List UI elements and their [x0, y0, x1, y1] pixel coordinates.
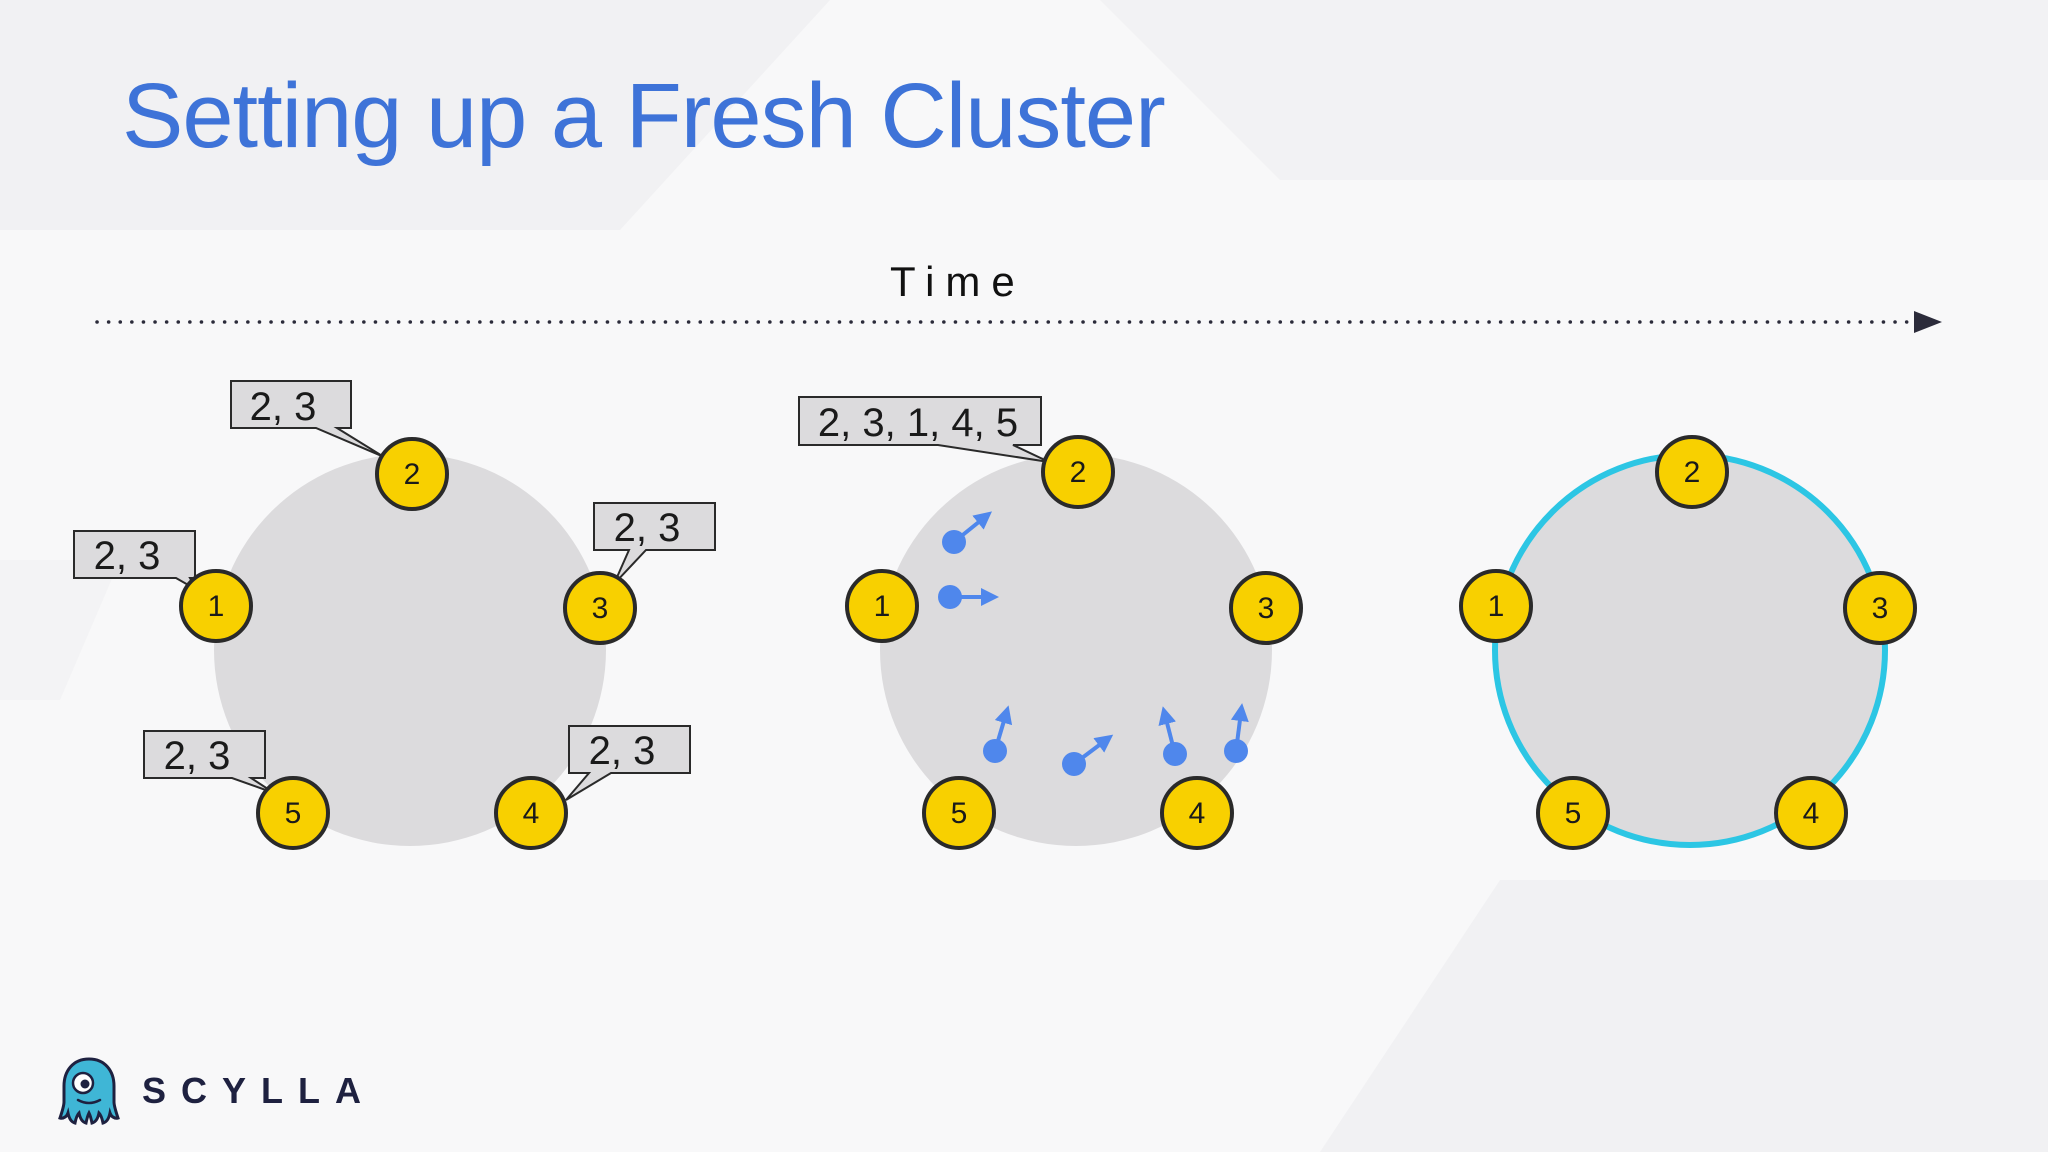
callout-text: 2, 3 — [164, 734, 231, 778]
node-label: 5 — [951, 797, 968, 830]
callout-node-4: 2, 3 — [565, 725, 691, 801]
scylla-logo[interactable]: SCYLLA — [58, 1056, 376, 1126]
node-label: 2 — [1070, 456, 1087, 489]
gossip-dot-arrow — [942, 511, 993, 554]
gossip-dot-arrow — [1224, 703, 1249, 763]
node-5[interactable]: 5 — [922, 776, 996, 850]
node-4[interactable]: 4 — [1160, 776, 1234, 850]
node-label: 3 — [592, 592, 609, 625]
callout-text: 2, 3 — [589, 729, 656, 773]
node-label: 5 — [1565, 797, 1582, 830]
callout-node-1: 2, 3 — [73, 530, 200, 593]
node-label: 1 — [1488, 590, 1505, 623]
stage-2: 2, 3, 1, 4, 5 — [798, 396, 1303, 850]
time-arrowhead — [1914, 311, 1942, 333]
node-label: 4 — [523, 797, 540, 830]
node-3[interactable]: 3 — [1229, 571, 1303, 645]
node-5[interactable]: 5 — [1536, 776, 1610, 850]
node-label: 2 — [404, 458, 421, 491]
node-label: 1 — [874, 590, 891, 623]
time-label: Time — [890, 258, 1026, 305]
node-1[interactable]: 1 — [1459, 569, 1533, 643]
logo-wordmark: SCYLLA — [142, 1070, 376, 1111]
node-3[interactable]: 3 — [563, 571, 637, 645]
stage-3: 2 1 3 5 4 — [1459, 435, 1917, 850]
gossip-messages — [938, 511, 1249, 776]
node-4[interactable]: 4 — [494, 776, 568, 850]
node-3[interactable]: 3 — [1843, 571, 1917, 645]
scylla-monster-icon — [58, 1057, 120, 1125]
time-axis: Time — [95, 258, 1942, 333]
node-label: 2 — [1684, 456, 1701, 489]
node-2[interactable]: 2 — [1041, 435, 1115, 509]
cluster-ring — [214, 454, 606, 846]
node-label: 4 — [1803, 797, 1820, 830]
gossip-dot-arrow — [938, 585, 999, 609]
node-label: 3 — [1258, 592, 1275, 625]
node-label: 5 — [285, 797, 302, 830]
callout-node-2: 2, 3, 1, 4, 5 — [798, 396, 1050, 463]
node-label: 3 — [1872, 592, 1889, 625]
node-1[interactable]: 1 — [845, 569, 919, 643]
page-title: Setting up a Fresh Cluster — [122, 65, 1166, 167]
gossip-dot-arrow — [1062, 734, 1114, 776]
callout-text: 2, 3, 1, 4, 5 — [818, 401, 1018, 445]
callout-node-2: 2, 3 — [230, 380, 385, 458]
callout-node-3: 2, 3 — [593, 502, 716, 585]
callout-text: 2, 3 — [614, 506, 681, 550]
gossip-dot-arrow — [983, 705, 1013, 763]
node-2[interactable]: 2 — [1655, 435, 1729, 509]
callout-text: 2, 3 — [250, 385, 317, 429]
node-5[interactable]: 5 — [256, 776, 330, 850]
callout-text: 2, 3 — [94, 534, 161, 578]
node-4[interactable]: 4 — [1774, 776, 1848, 850]
stage-1: 2, 3 2, 3 2, 3 2, 3 2, 3 2 — [73, 380, 716, 850]
node-2[interactable]: 2 — [375, 437, 449, 511]
callout-node-5: 2, 3 — [143, 730, 275, 794]
node-label: 4 — [1189, 797, 1206, 830]
node-label: 1 — [208, 590, 225, 623]
gossip-dot-arrow — [1158, 706, 1187, 766]
node-1[interactable]: 1 — [179, 569, 253, 643]
